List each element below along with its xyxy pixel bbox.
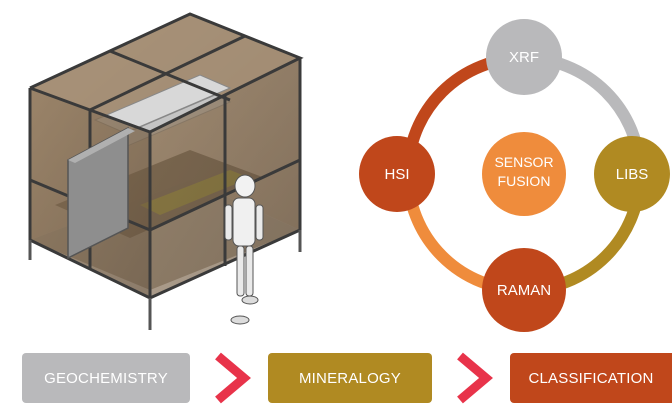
chevron-right-icon (457, 352, 493, 404)
chevron-right-icon (215, 352, 251, 404)
node-raman-label: RAMAN (497, 282, 551, 299)
node-raman: RAMAN (482, 248, 566, 332)
center-label-line1: SENSOR (494, 154, 553, 170)
center-label-line2: FUSION (498, 173, 551, 189)
frame-legs (28, 230, 302, 330)
node-xrf-label: XRF (509, 49, 539, 66)
humanoid-robot (224, 174, 264, 325)
node-hsi-label: HSI (384, 166, 409, 183)
analysis-pipeline: GEOCHEMISTRY MINERALOGY CLASSIFICATION (0, 340, 672, 407)
control-cabinet-top (68, 128, 135, 163)
node-libs: LIBS (594, 136, 670, 212)
enclosure-illustration (28, 12, 304, 330)
center-node-sensor-fusion: SENSOR FUSION (482, 132, 566, 216)
sensor-fusion-diagram: SENSOR FUSION XRF LIBS RAMAN HSI (359, 19, 670, 332)
stage-mineralogy: MINERALOGY (268, 353, 432, 403)
node-libs-label: LIBS (616, 166, 649, 183)
node-xrf: XRF (486, 19, 562, 95)
stage-classification: CLASSIFICATION (510, 353, 672, 403)
node-hsi: HSI (359, 136, 435, 212)
stage-geochemistry: GEOCHEMISTRY (22, 353, 190, 403)
